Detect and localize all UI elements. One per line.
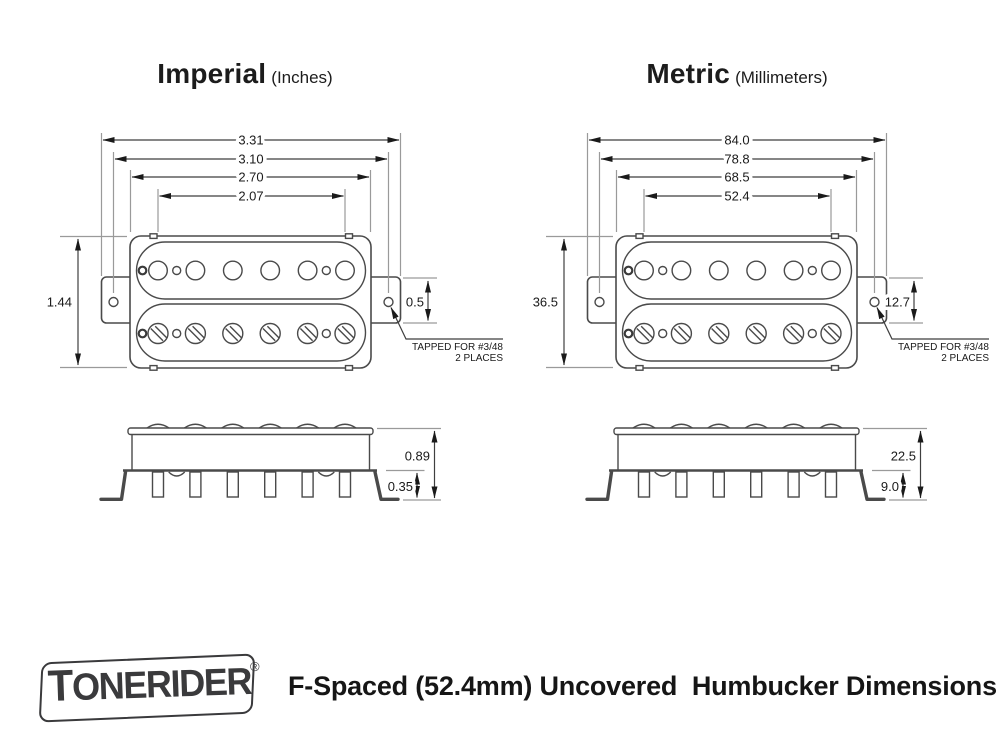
registered-trademark-symbol: ®: [250, 659, 260, 674]
metric-title-text: Metric: [646, 58, 731, 89]
technical-drawing-canvas: 3.31 3.10 2.70 2.07 1.44 0.5 0.89 0.35 T…: [43, 129, 1000, 630]
dim-label: 84.0: [724, 133, 749, 148]
sheet-caption: F-Spaced (52.4mm) Uncovered Humbucker Di…: [288, 671, 997, 701]
imperial-unit-text: (Inches): [271, 68, 333, 87]
imperial-title: Imperial(Inches): [95, 58, 395, 90]
metric-dimension-labels: 84.0 78.8 68.5 52.4 36.5 12.7 22.5 9.0 T…: [529, 129, 989, 498]
metric-unit-text: (Millimeters): [735, 68, 828, 87]
tonerider-logo-text: TONERIDER: [47, 660, 252, 711]
dim-label: 0.89: [405, 449, 430, 464]
tapped-note-line1: TAPPED FOR #3/48: [898, 342, 989, 353]
dim-label: 0.5: [406, 295, 424, 310]
dim-label: 12.7: [885, 295, 910, 310]
tapped-note-line2: 2 PLACES: [941, 353, 989, 364]
dim-label: 78.8: [724, 152, 749, 167]
dim-label: 0.35: [388, 479, 413, 494]
tapped-note-line2: 2 PLACES: [455, 353, 503, 364]
dim-label: 9.0: [881, 479, 899, 494]
imperial-drawing: [60, 133, 503, 500]
tapped-note-line1: TAPPED FOR #3/48: [412, 342, 503, 353]
metric-drawing: [546, 133, 989, 500]
dim-label: 2.07: [238, 189, 263, 204]
dim-label: 1.44: [47, 295, 72, 310]
dim-label: 22.5: [891, 449, 916, 464]
dim-label: 3.31: [238, 133, 263, 148]
dim-label: 52.4: [724, 189, 749, 204]
dim-label: 68.5: [724, 170, 749, 185]
dim-label: 36.5: [533, 295, 558, 310]
dim-label: 3.10: [238, 152, 263, 167]
metric-title: Metric(Millimeters): [587, 58, 887, 90]
imperial-title-text: Imperial: [157, 58, 267, 89]
imperial-dimension-labels: 3.31 3.10 2.70 2.07 1.44 0.5 0.89 0.35 T…: [43, 129, 503, 498]
dim-label: 2.70: [238, 170, 263, 185]
